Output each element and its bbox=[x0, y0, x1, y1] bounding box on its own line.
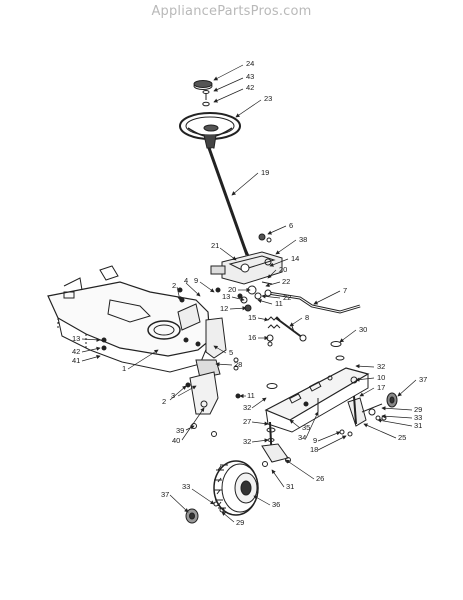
callout-2: 2 bbox=[172, 281, 176, 290]
callout-22: 22 bbox=[283, 293, 291, 302]
steering-rod-part bbox=[275, 317, 307, 342]
watermark: AppliancePartsPros.com bbox=[151, 4, 312, 19]
front-tire-part bbox=[213, 460, 259, 516]
callout-13: 13 bbox=[222, 292, 230, 301]
callout-33: 33 bbox=[182, 482, 190, 491]
callout-43: 43 bbox=[246, 72, 254, 81]
callout-3: 3 bbox=[171, 391, 175, 400]
callout-32: 32 bbox=[377, 362, 385, 371]
callout-23: 23 bbox=[264, 94, 272, 103]
left-spindle-part bbox=[261, 421, 291, 467]
dash-bracket-part bbox=[210, 233, 283, 285]
callout-42: 42 bbox=[246, 83, 254, 92]
callout-27: 27 bbox=[243, 417, 251, 426]
callout-35: 35 bbox=[302, 423, 310, 432]
callout-41: 41 bbox=[72, 356, 80, 365]
leader-lines bbox=[81, 64, 417, 523]
callout-30: 30 bbox=[359, 325, 367, 334]
callout-9: 9 bbox=[313, 436, 317, 445]
steering-cap-part bbox=[193, 80, 213, 90]
callout-20: 20 bbox=[228, 285, 236, 294]
callout-37: 37 bbox=[161, 490, 169, 499]
callout-25: 25 bbox=[398, 433, 406, 442]
callout-28: 28 bbox=[234, 360, 242, 369]
callout-22: 22 bbox=[282, 277, 290, 286]
callout-38: 38 bbox=[299, 235, 307, 244]
callout-31: 31 bbox=[286, 482, 294, 491]
callout-24: 24 bbox=[246, 59, 254, 68]
left-hubcap-part bbox=[185, 508, 199, 524]
callout-29: 29 bbox=[414, 405, 422, 414]
callout-19: 19 bbox=[261, 168, 269, 177]
callout-21: 21 bbox=[211, 241, 219, 250]
right-hubcap-part bbox=[386, 392, 398, 408]
callout-40: 40 bbox=[172, 436, 180, 445]
callout-15: 15 bbox=[248, 313, 256, 322]
callout-17: 17 bbox=[377, 383, 385, 392]
callout-8: 8 bbox=[305, 313, 309, 322]
callout-4: 4 bbox=[184, 276, 188, 285]
spring-part bbox=[266, 316, 281, 347]
callout-32: 32 bbox=[243, 403, 251, 412]
callout-labels: 24 43 42 23 19 6 38 21 14 20 7 20 22 22 … bbox=[72, 59, 427, 527]
callout-12: 12 bbox=[220, 304, 228, 313]
front-axle-part bbox=[264, 367, 370, 433]
callout-18: 18 bbox=[310, 445, 318, 454]
callout-29: 29 bbox=[236, 518, 244, 527]
right-spindle-part bbox=[347, 395, 383, 427]
cap-screw-part bbox=[202, 90, 210, 107]
callout-36: 36 bbox=[272, 500, 280, 509]
callout-39: 39 bbox=[176, 426, 184, 435]
callout-34: 34 bbox=[298, 433, 306, 442]
callout-5: 5 bbox=[229, 348, 233, 357]
callout-11: 11 bbox=[247, 391, 255, 400]
pivot-bracket-part bbox=[185, 371, 219, 429]
callout-31: 31 bbox=[414, 421, 422, 430]
callout-13: 13 bbox=[72, 334, 80, 343]
drag-link-part bbox=[264, 289, 361, 314]
callout-11: 11 bbox=[275, 299, 283, 308]
callout-1: 1 bbox=[122, 364, 126, 373]
callout-7: 7 bbox=[343, 286, 347, 295]
callout-6: 6 bbox=[289, 221, 293, 230]
callout-16: 16 bbox=[248, 333, 256, 342]
callout-37: 37 bbox=[419, 375, 427, 384]
callout-32: 32 bbox=[243, 437, 251, 446]
callout-10: 10 bbox=[377, 373, 385, 382]
callout-9: 9 bbox=[194, 276, 198, 285]
callout-42: 42 bbox=[72, 347, 80, 356]
callout-2: 2 bbox=[162, 397, 166, 406]
callout-20: 20 bbox=[279, 265, 287, 274]
steering-wheel-part bbox=[179, 112, 241, 149]
callout-33: 33 bbox=[414, 413, 422, 422]
callout-26: 26 bbox=[316, 474, 324, 483]
callout-14: 14 bbox=[291, 254, 299, 263]
